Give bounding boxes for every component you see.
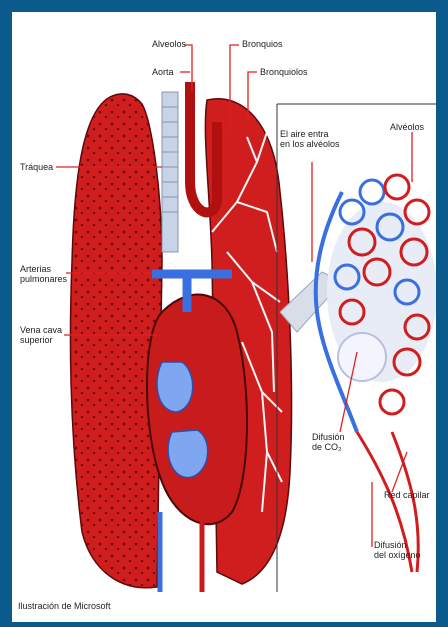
alveoli-cluster (316, 175, 436, 572)
label-aire-entra: El aire entra en los alvéolos (280, 129, 340, 149)
heart (147, 295, 247, 525)
heart-chamber-lower (168, 430, 208, 478)
trachea (162, 92, 178, 252)
label-alveolos-top: Alveolos (152, 39, 186, 49)
label-difusion-oxigeno: Difusión del oxígeno (374, 540, 421, 560)
label-alveolos-right: Alvéolos (390, 122, 424, 132)
label-bronquiolos: Bronquiolos (260, 67, 308, 77)
lung-diagram (12, 12, 436, 622)
credit-text: Ilustración de Microsoft (18, 601, 111, 611)
label-traquea: Tráquea (20, 162, 53, 172)
label-aorta: Aorta (152, 67, 174, 77)
heart-chamber-upper (157, 362, 193, 412)
left-lung (70, 94, 162, 588)
illustration-frame: Alveolos Bronquios Aorta Bronquiolos Trá… (12, 12, 436, 622)
alveolus-sac (338, 333, 386, 381)
label-vena-cava: Vena cava superior (20, 325, 62, 345)
label-difusion-co2: Difusión de CO₂ (312, 432, 345, 452)
label-arterias-pulmonares: Arterias pulmonares (20, 264, 67, 284)
label-bronquios: Bronquios (242, 39, 283, 49)
label-red-capilar: Red capilar (384, 490, 430, 500)
